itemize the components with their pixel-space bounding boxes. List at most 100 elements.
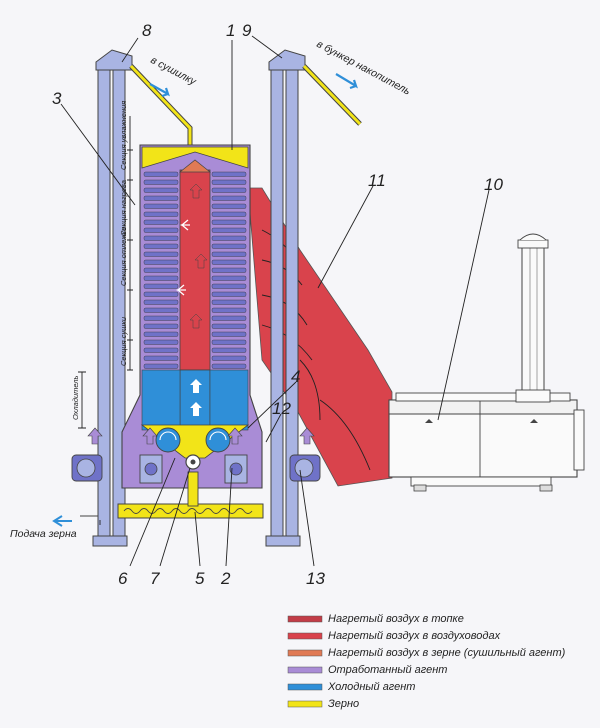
louver-slat: [143, 195, 179, 201]
legend-item: Холодный агент: [287, 681, 415, 693]
legend-label: Отработанный агент: [328, 664, 447, 676]
label-section-moisture: Секция увлажнения: [119, 101, 128, 170]
louver-slat: [211, 235, 247, 241]
louver-slat: [211, 187, 247, 193]
louver-slat: [143, 339, 179, 345]
louver-slat: [211, 195, 247, 201]
callout-12: 12: [272, 399, 291, 418]
legend-item: Нагретый воздух в воздуховодах: [287, 630, 501, 642]
legend-swatch: [287, 683, 323, 691]
callout-5: 5: [195, 569, 205, 588]
arrow-to-bunker: [335, 73, 358, 90]
louver-slat: [143, 355, 179, 361]
louver-slat: [143, 259, 179, 265]
louver-slat: [211, 219, 247, 225]
louver-slat: [143, 179, 179, 185]
cold-air-fan-left: [155, 427, 181, 453]
arrow-to-dryer: [149, 83, 170, 98]
louvers: [143, 171, 247, 369]
legend-swatch: [287, 632, 323, 640]
louver-slat: [211, 203, 247, 209]
louver-slat: [143, 275, 179, 281]
louver-slat: [211, 331, 247, 337]
grain-feed-inlet: [80, 515, 99, 528]
arrow-grain-feed: [52, 515, 72, 527]
legend-swatch: [287, 615, 323, 623]
louver-slat: [143, 323, 179, 329]
cold-air-arrows: [190, 379, 202, 416]
legend-swatch: [287, 666, 323, 674]
legend-label: Зерно: [328, 698, 359, 710]
louver-slat: [211, 259, 247, 265]
louver-slat: [143, 211, 179, 217]
louver-slat: [143, 363, 179, 369]
callout-13: 13: [306, 569, 325, 588]
label-section-drying: Секция сушки: [119, 316, 128, 366]
label-grain-feed: Подача зерна: [10, 528, 77, 540]
legend-swatch: [287, 700, 323, 708]
louver-slat: [143, 219, 179, 225]
louver-slat: [211, 315, 247, 321]
callout-1: 1: [226, 21, 235, 40]
louver-slat: [211, 243, 247, 249]
louver-slat: [211, 355, 247, 361]
callout-4: 4: [291, 367, 300, 386]
louver-slat: [211, 171, 247, 177]
air-flow-arrows: [176, 183, 208, 329]
fan-unit-left: [71, 454, 163, 484]
louver-slat: [143, 347, 179, 353]
legend-swatch: [287, 649, 323, 657]
louver-slat: [211, 227, 247, 233]
louver-slat: [143, 203, 179, 209]
label-cooler: Охладитель: [71, 375, 80, 420]
legend-label: Нагретый воздух в топке: [328, 613, 464, 625]
louver-slat: [143, 187, 179, 193]
louver-slat: [143, 331, 179, 337]
section-dimensions: [78, 116, 133, 429]
callout-6: 6: [118, 569, 128, 588]
fan-unit-right: [224, 454, 321, 484]
label-section-tempering: Секция отлежки: [119, 226, 128, 286]
exhaust-arrows: [87, 427, 315, 445]
louver-slat: [211, 323, 247, 329]
legend-label: Нагретый воздух в зерне (сушильный агент…: [328, 647, 566, 659]
legend-item: Отработанный агент: [287, 664, 447, 676]
hot-air-duct: [247, 187, 393, 487]
furnace: [388, 233, 585, 492]
louver-slat: [143, 235, 179, 241]
legend-label: Холодный агент: [327, 681, 415, 693]
louver-slat: [143, 315, 179, 321]
leader-lines: [60, 35, 490, 567]
callout-11: 11: [368, 171, 386, 190]
callout-7: 7: [150, 569, 160, 588]
cold-air-fan-right: [205, 427, 231, 453]
callout-8: 8: [142, 21, 152, 40]
louver-slat: [211, 291, 247, 297]
legend-item: Зерно: [287, 698, 359, 710]
legend-item: Нагретый воздух в топке: [287, 613, 464, 625]
louver-slat: [211, 267, 247, 273]
louver-slat: [143, 171, 179, 177]
legend-label: Нагретый воздух в воздуховодах: [328, 630, 501, 642]
elevator-right: [265, 49, 306, 547]
louver-slat: [143, 243, 179, 249]
louver-slat: [143, 307, 179, 313]
louver-slat: [211, 251, 247, 257]
louver-slat: [143, 227, 179, 233]
callout-9: 9: [242, 21, 252, 40]
label-to-dryer: в сушилку: [149, 54, 199, 88]
louver-slat: [211, 299, 247, 305]
callout-2: 2: [220, 569, 231, 588]
louver-slat: [211, 307, 247, 313]
louver-slat: [211, 211, 247, 217]
louver-slat: [211, 363, 247, 369]
louver-slat: [211, 339, 247, 345]
louver-slat: [211, 347, 247, 353]
louver-slat: [143, 251, 179, 257]
louver-slat: [211, 179, 247, 185]
elevator-left: [92, 49, 133, 547]
louver-slat: [143, 299, 179, 305]
label-section-heating: Секция нагрева: [119, 180, 128, 236]
